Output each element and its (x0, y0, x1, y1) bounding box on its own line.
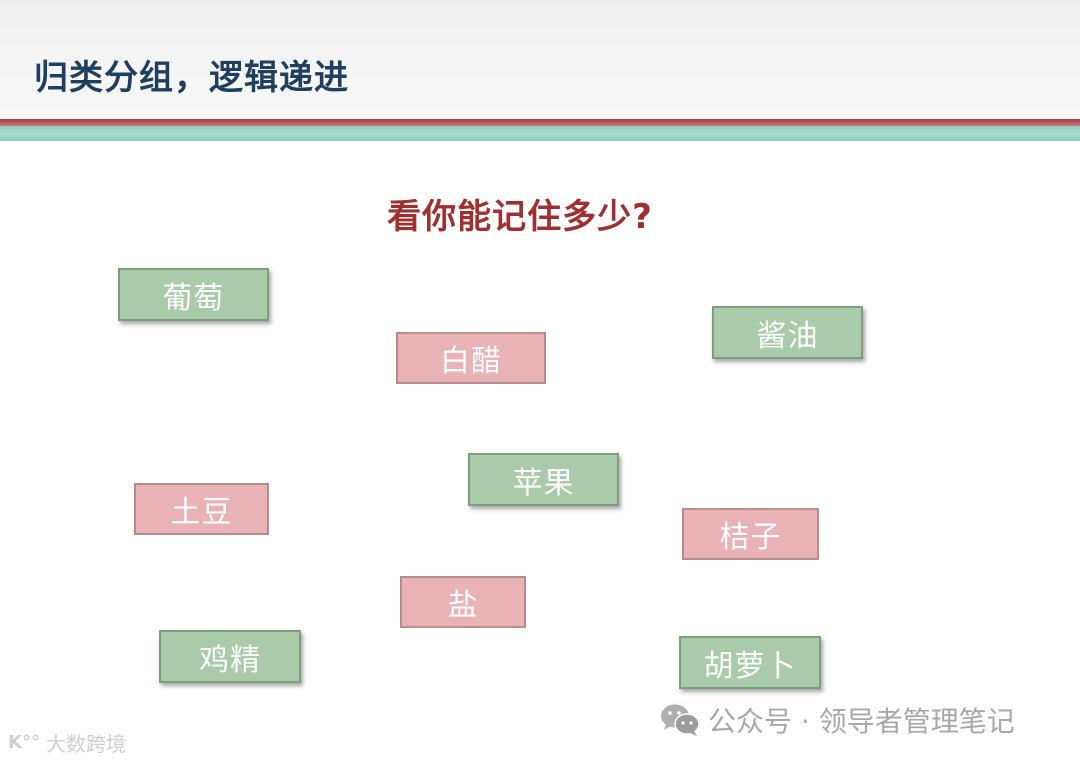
slide-header: 归类分组，逻辑递进 (0, 0, 1080, 119)
word-card-tangerine: 桔子 (682, 508, 819, 560)
header-divider-red (0, 119, 1080, 126)
word-card-carrot: 胡萝卜 (679, 636, 821, 689)
slide-title: 归类分组，逻辑递进 (34, 58, 349, 98)
word-card-grape: 葡萄 (118, 268, 269, 321)
source-name: 大数跨境 (45, 731, 126, 756)
wechat-account-text: 公众号 · 领导者管理笔记 (708, 705, 1015, 738)
word-card-white-vinegar: 白醋 (396, 332, 546, 384)
word-card-chicken-essence: 鸡精 (159, 630, 301, 683)
word-card-salt: 盐 (400, 576, 526, 628)
header-divider-teal (0, 126, 1080, 141)
source-logo-icon: K°° (8, 731, 40, 753)
source-watermark: K°° 大数跨境 (8, 728, 126, 756)
word-card-potato: 土豆 (134, 483, 269, 535)
word-card-soy-sauce: 酱油 (712, 306, 863, 359)
word-card-apple: 苹果 (468, 453, 619, 506)
memory-question: 看你能记住多少? (387, 197, 653, 237)
wechat-watermark: 公众号 · 领导者管理笔记 (660, 700, 1015, 740)
wechat-icon (661, 704, 700, 736)
